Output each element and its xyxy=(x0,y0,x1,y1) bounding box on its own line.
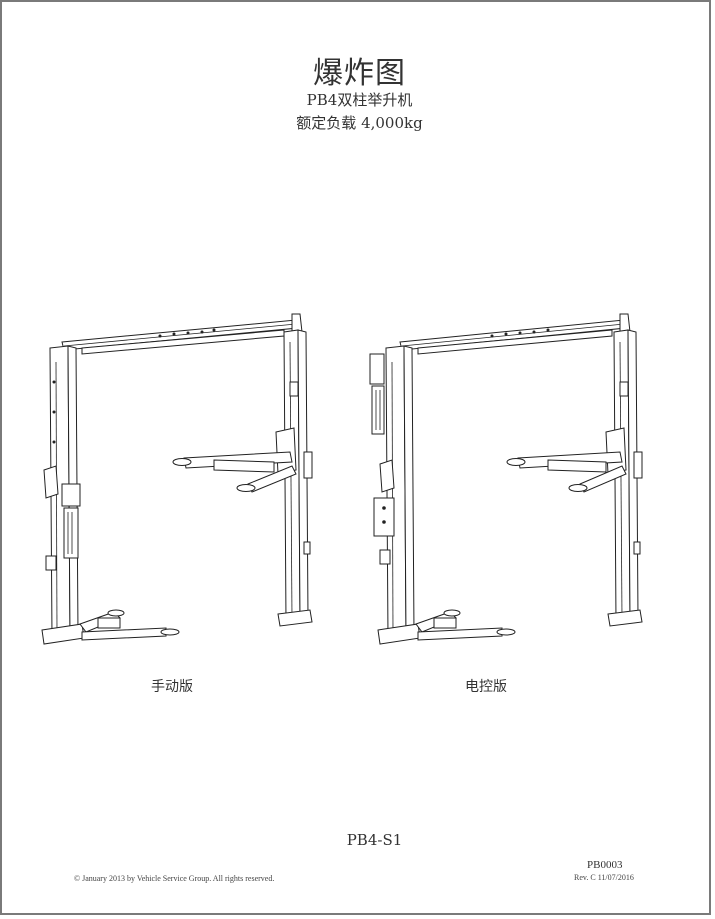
overhead-beam xyxy=(61,313,303,355)
left-column xyxy=(41,345,85,645)
left-arms xyxy=(415,609,516,641)
lift-drawing-manual xyxy=(41,313,313,645)
figure-caption-electric: 电控版 xyxy=(465,679,507,695)
left-column xyxy=(369,345,421,645)
right-arms xyxy=(506,451,627,493)
rated-load: 额定负载 4,000kg xyxy=(296,114,423,132)
page-title: 爆炸图 xyxy=(313,56,406,91)
part-number: PB0003 xyxy=(587,859,623,871)
copyright-notice: © January 2013 by Vehicle Service Group.… xyxy=(74,874,275,883)
left-arms xyxy=(79,609,180,641)
product-name: PB4双柱举升机 xyxy=(306,91,413,109)
lift-drawing-electric xyxy=(369,313,643,645)
overhead-beam xyxy=(399,313,631,355)
document-code: PB4-S1 xyxy=(346,831,403,849)
right-arms xyxy=(172,451,297,493)
figure-caption-manual: 手动版 xyxy=(151,679,193,695)
revision-info: Rev. C 11/07/2016 xyxy=(574,873,634,882)
